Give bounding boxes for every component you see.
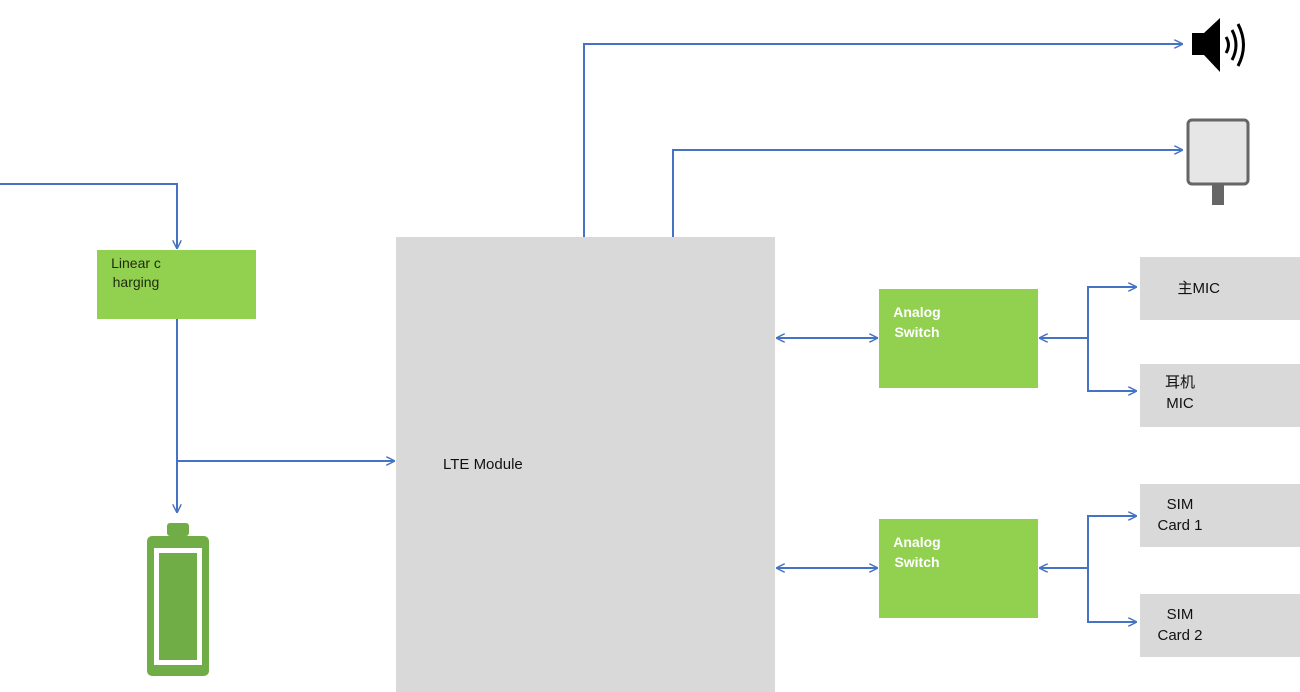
speaker-icon (1192, 18, 1245, 72)
wire-lte-to-speaker (583, 44, 1182, 237)
sim-card-1-label-line1: SIM (1166, 496, 1194, 513)
wire-to-main-mic (1087, 287, 1136, 338)
sim-card-2-label-line2: Card 2 (1157, 627, 1203, 644)
earphone-mic-label: 耳机 MIC (1140, 372, 1220, 414)
linear-charging-label: Linear charging (111, 255, 161, 290)
main-mic-label: 主MIC (1177, 280, 1221, 297)
wire-input-to-charger (0, 183, 177, 248)
sim-card-1-block: SIM Card 1 (1140, 484, 1300, 547)
wire-to-sim1 (1087, 516, 1136, 568)
sim-card-1-label: SIM Card 1 (1140, 494, 1220, 536)
sim-analog-switch-block: Analog Switch (879, 519, 1038, 618)
sim-card-2-block: SIM Card 2 (1140, 594, 1300, 657)
lte-module-block: LTE Module (396, 237, 775, 692)
audio-analog-switch-block: Analog Switch (879, 289, 1038, 388)
wire-lte-to-display (672, 150, 1182, 237)
earphone-mic-label-line1: 耳机 (1164, 374, 1195, 391)
sim-card-2-label: SIM Card 2 (1140, 604, 1220, 646)
wire-to-ear-mic (1087, 338, 1136, 391)
lte-module-label: LTE Module (443, 456, 523, 473)
display-icon (1186, 118, 1250, 205)
earphone-mic-label-line2: MIC (1166, 395, 1194, 412)
wire-to-sim2 (1087, 568, 1136, 622)
battery-icon (147, 523, 209, 676)
sim-card-1-label-line2: Card 1 (1157, 517, 1203, 534)
audio-analog-switch-label: Analog Switch (893, 304, 941, 340)
earphone-mic-block: 耳机 MIC (1140, 364, 1300, 427)
linear-charging-block: Linear charging (97, 250, 256, 319)
sim-analog-switch-label: Analog Switch (893, 534, 941, 570)
sim-card-2-label-line1: SIM (1166, 606, 1194, 623)
main-mic-block: 主MIC (1140, 257, 1300, 320)
